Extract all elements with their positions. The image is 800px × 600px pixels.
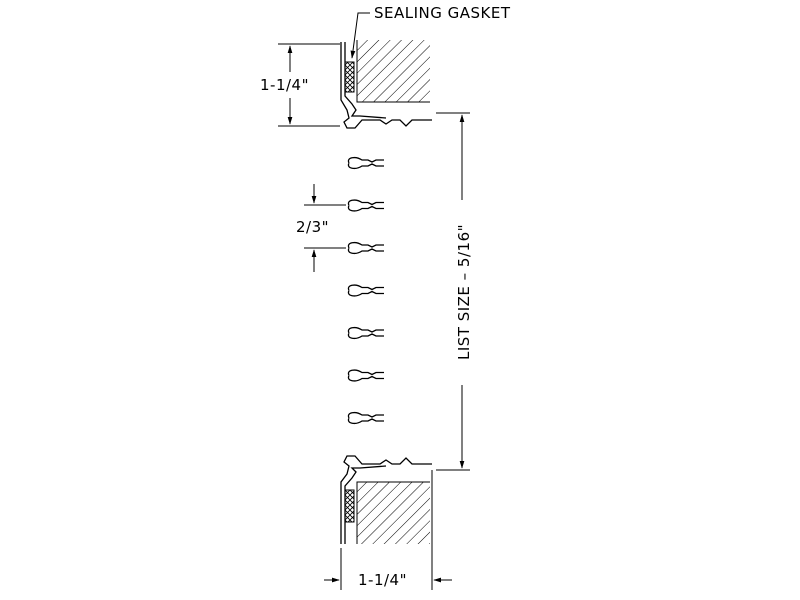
blade-3 — [347, 241, 384, 255]
blade-group — [347, 156, 384, 425]
blade-6 — [347, 369, 384, 382]
blade-2 — [347, 199, 384, 212]
top-frame — [340, 40, 432, 129]
top-depth-label: 1-1/4" — [260, 76, 309, 94]
blade-4 — [347, 284, 384, 297]
top-depth-dimension: 1-1/4" — [260, 43, 340, 127]
list-size-dimension: LIST SIZE – 5/16" — [436, 112, 473, 471]
bottom-frame — [340, 455, 432, 544]
blade-spacing-dimension: 2/3" — [296, 184, 346, 272]
top-sealing-gasket — [344, 61, 355, 93]
bottom-depth-label: 1-1/4" — [358, 571, 407, 589]
bottom-frame-flange — [340, 455, 432, 544]
gasket-callout: SEALING GASKET — [350, 4, 511, 59]
gasket-label: SEALING GASKET — [374, 4, 511, 22]
top-wall-hatch — [357, 40, 430, 102]
bottom-depth-dimension: 1-1/4" — [324, 470, 452, 590]
blade-spacing-label: 2/3" — [296, 218, 329, 236]
list-size-label: LIST SIZE – 5/16" — [455, 224, 473, 360]
top-frame-flange — [340, 42, 432, 129]
bottom-wall-hatch — [357, 482, 430, 544]
bottom-sealing-gasket — [344, 489, 355, 523]
blade-7 — [347, 411, 384, 425]
blade-1 — [347, 156, 384, 170]
blade-5 — [347, 326, 384, 340]
